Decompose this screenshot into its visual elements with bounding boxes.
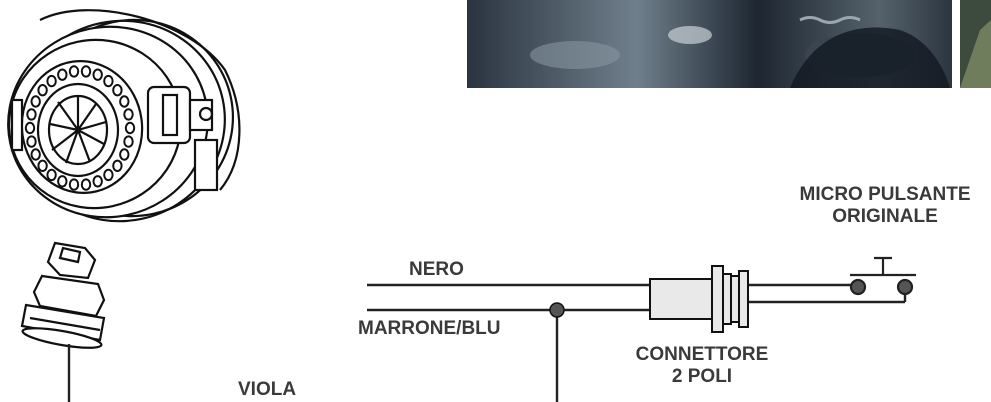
push-button-switch-icon <box>849 256 916 296</box>
label-viola: VIOLA <box>238 379 297 400</box>
vent-hole <box>92 68 103 81</box>
splice-dot-icon <box>549 302 565 318</box>
siren-horn-icon <box>7 9 241 223</box>
vent-hole <box>119 95 130 108</box>
vent-hole <box>112 159 123 173</box>
vent-hole <box>68 178 80 191</box>
label-nero: NERO <box>409 259 464 280</box>
vent-hole <box>30 148 41 161</box>
vent-hole <box>26 135 37 148</box>
label-connettore-line1: CONNETTORE <box>635 344 769 365</box>
vehicle-photo <box>467 0 991 88</box>
vent-hole <box>123 135 134 148</box>
vent-hole <box>37 84 48 97</box>
vent-hole <box>123 108 134 121</box>
label-micro-pulsante: MICRO PULSANTE ORIGINALE <box>782 184 988 228</box>
vent-hole <box>46 168 57 182</box>
vent-hole <box>26 108 37 121</box>
vent-hole <box>112 84 123 97</box>
label-marrone-blu: MARRONE/BLU <box>358 318 501 339</box>
vent-hole <box>92 175 103 188</box>
label-micro-pulsante-line2: ORIGINALE <box>832 206 938 227</box>
vent-hole <box>103 74 114 88</box>
label-connettore-line2: 2 POLI <box>671 366 733 387</box>
label-connettore: CONNETTORE 2 POLI <box>622 344 782 388</box>
wires <box>367 283 907 402</box>
vent-hole <box>68 65 80 78</box>
connector-icon <box>649 265 749 333</box>
vent-hole <box>24 121 36 135</box>
vent-hole <box>57 175 68 188</box>
vent-hole <box>80 178 92 191</box>
vent-hole <box>119 148 130 161</box>
vent-hole <box>30 95 41 108</box>
vent-hole <box>37 159 48 173</box>
harness-plug-icon <box>20 241 106 349</box>
vent-hole <box>80 65 92 78</box>
vent-hole <box>124 121 136 135</box>
vent-hole <box>103 168 114 182</box>
vent-hole <box>57 68 68 81</box>
siren-vent-holes <box>24 65 136 191</box>
vent-hole <box>46 74 57 88</box>
label-micro-pulsante-line1: MICRO PULSANTE <box>799 184 971 205</box>
